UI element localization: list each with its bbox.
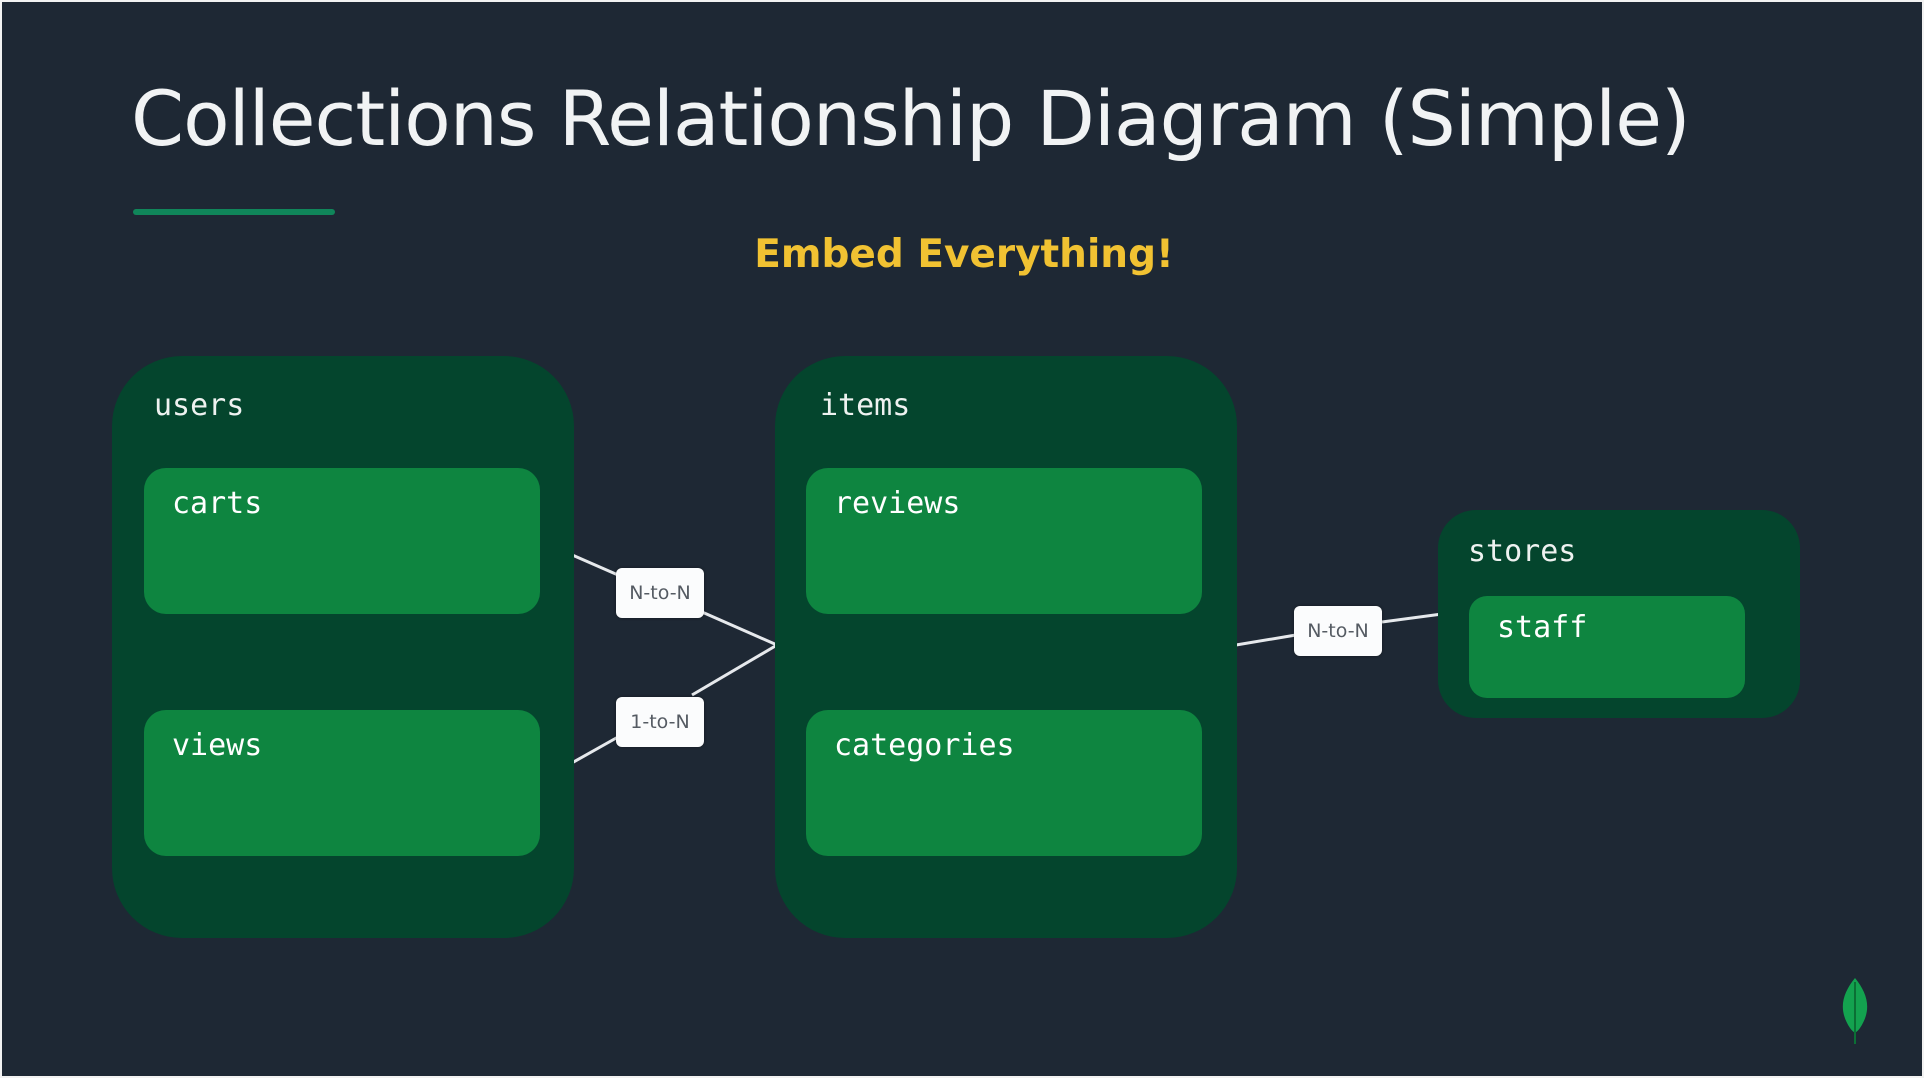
- collection-users: users carts views: [112, 356, 574, 938]
- relationship-label-carts-items: N-to-N: [616, 568, 704, 618]
- collection-stores: stores staff: [1438, 510, 1800, 718]
- document-views: views: [144, 710, 540, 856]
- line-label-to-items-lower: [691, 643, 778, 697]
- slide-title: Collections Relationship Diagram (Simple…: [131, 74, 1691, 163]
- document-label: categories: [834, 728, 1015, 763]
- document-label: reviews: [834, 486, 961, 521]
- document-reviews: reviews: [806, 468, 1202, 614]
- collection-items: items reviews categories: [775, 356, 1237, 938]
- title-underline: [133, 209, 335, 215]
- line-items-to-label: [1235, 633, 1297, 647]
- collection-label: items: [820, 388, 911, 423]
- slide-subtitle: Embed Everything!: [754, 232, 1174, 277]
- relationship-label-views-items: 1-to-N: [616, 697, 704, 747]
- document-categories: categories: [806, 710, 1202, 856]
- document-staff: staff: [1469, 596, 1745, 698]
- line-label-to-items-upper: [701, 610, 778, 647]
- document-carts: carts: [144, 468, 540, 614]
- line-label-to-stores: [1381, 612, 1443, 624]
- collection-label: users: [154, 388, 245, 423]
- collection-label: stores: [1468, 534, 1577, 569]
- relationship-label-items-stores: N-to-N: [1294, 606, 1382, 656]
- leaf-icon: [1838, 976, 1872, 1051]
- document-label: views: [172, 728, 263, 763]
- document-label: staff: [1497, 610, 1588, 645]
- document-label: carts: [172, 486, 263, 521]
